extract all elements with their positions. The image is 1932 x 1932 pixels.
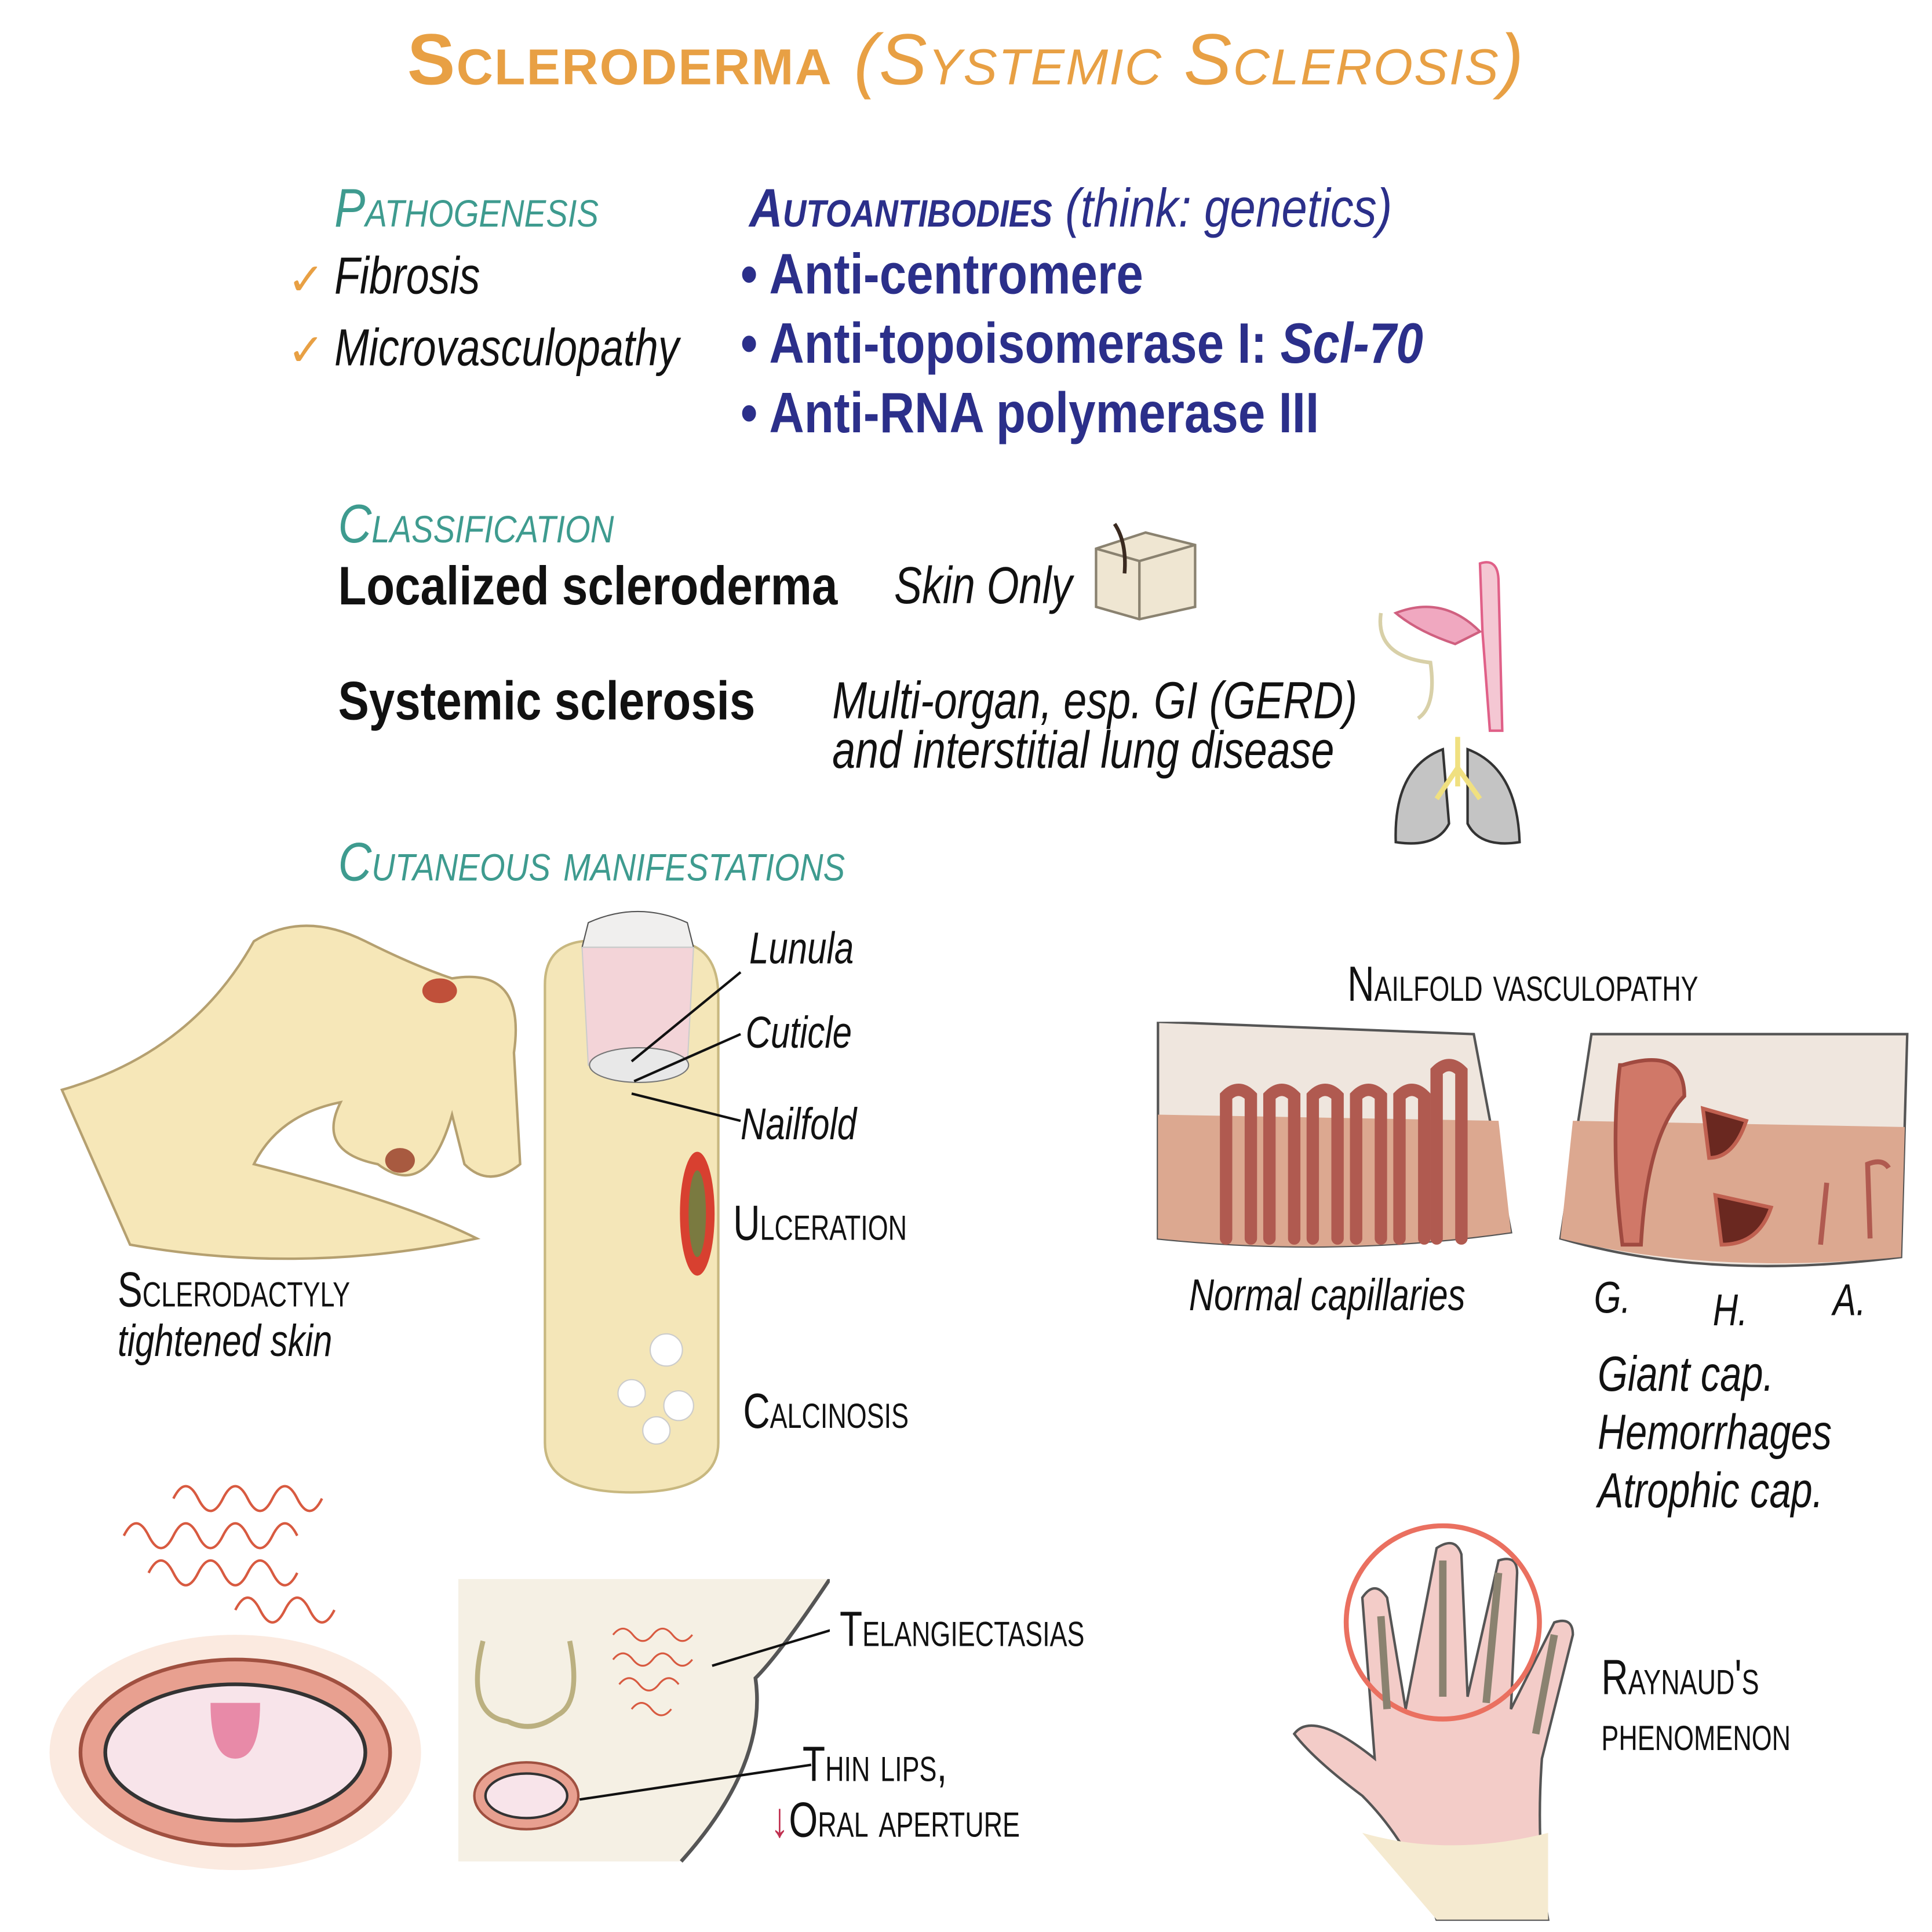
normal-capillaries-label: Normal capillaries — [1189, 1269, 1466, 1321]
legend-atrophic: Atrophic cap. — [1597, 1464, 1824, 1519]
letter-a: A. — [1833, 1274, 1866, 1325]
check-icon: ✓ — [287, 324, 325, 376]
sclerodactyly-hand-illustration — [60, 924, 522, 1260]
cutaneous-heading: Cutaneous manifestations — [338, 832, 845, 893]
legend-hemorrhages: Hemorrhages — [1597, 1405, 1832, 1460]
down-arrow-icon: ↓ — [770, 1793, 789, 1848]
pathogenesis-item: Microvasculopathy — [334, 318, 679, 377]
label-nailfold: Nailfold — [741, 1098, 857, 1150]
finger-illustration — [544, 910, 742, 1494]
label-lunula: Lunula — [749, 923, 854, 974]
pathogenesis-heading: Pathogenesis — [334, 178, 599, 239]
sclerodactyly-title: Sclerodactyly — [118, 1263, 351, 1318]
label-calcinosis: Calcinosis — [743, 1384, 909, 1439]
raynaud-line2: phenomenon — [1601, 1707, 1791, 1762]
label-oral-aperture: ↓Oral aperture — [770, 1793, 1020, 1848]
label-telangiectasias: Telangiectasias — [840, 1602, 1085, 1657]
antibody-item: • Anti-topoisomerase I: Scl-70 — [741, 311, 1423, 376]
systemic-sclerosis: Systemic sclerosis — [338, 671, 756, 732]
letter-h: H. — [1712, 1284, 1748, 1335]
title-main: Scleroderma — [407, 20, 833, 101]
autoantibodies-note: (think: genetics) — [1065, 178, 1393, 239]
title-sub: (Systemic Sclerosis) — [854, 20, 1525, 101]
skin-block-icon — [1095, 523, 1197, 621]
sclerodactyly-desc: tightened skin — [118, 1315, 333, 1366]
localized-desc: Skin Only — [894, 556, 1073, 615]
gi-lung-icon — [1378, 561, 1521, 845]
systemic-desc-2: and interstitial lung disease — [832, 720, 1335, 779]
face-illustration — [458, 1579, 830, 1863]
label-cuticle: Cuticle — [745, 1007, 852, 1058]
mouth-telangiectasia-illustration — [49, 1485, 421, 1871]
antibody-item: • Anti-centromere — [741, 241, 1143, 306]
page-title: Scleroderma (Systemic Sclerosis) — [0, 24, 1932, 97]
autoantibodies-heading: Autoantibodies (think: genetics) — [749, 178, 1393, 239]
nailfold-heading: Nailfold vasculopathy — [1347, 957, 1698, 1012]
raynaud-line1: Raynaud's — [1601, 1650, 1759, 1705]
classification-heading: Classification — [338, 494, 614, 555]
letter-g: G. — [1594, 1271, 1631, 1323]
capillaries-illustration — [1157, 1022, 1909, 1267]
label-ulceration: Ulceration — [733, 1196, 907, 1251]
legend-giant: Giant cap. — [1597, 1347, 1774, 1402]
raynaud-hand-illustration — [1292, 1523, 1574, 1921]
localized-scleroderma: Localized scleroderma — [338, 556, 838, 617]
pathogenesis-item: Fibrosis — [334, 246, 480, 305]
check-icon: ✓ — [287, 254, 325, 305]
label-thin-lips: Thin lips, — [802, 1737, 947, 1792]
systemic-desc-1: Multi-organ, esp. GI (GERD) — [832, 671, 1358, 730]
antibody-item: • Anti-RNA polymerase III — [741, 380, 1319, 445]
